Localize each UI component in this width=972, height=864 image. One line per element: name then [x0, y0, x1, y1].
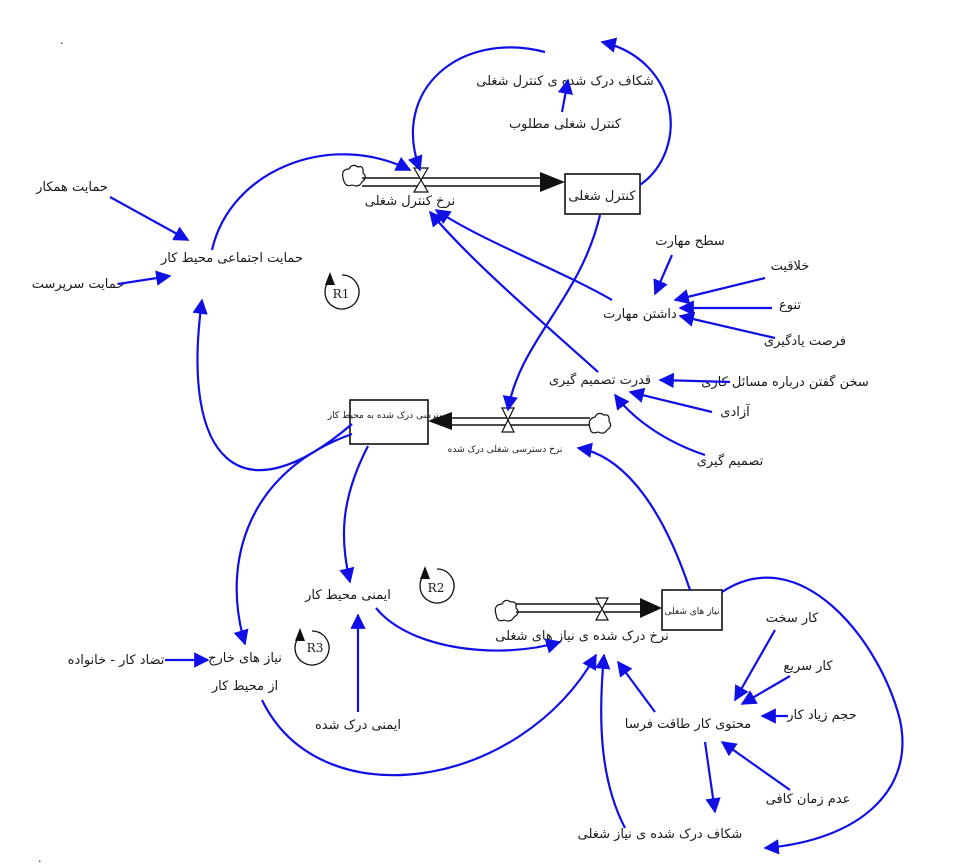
- link-jobcontrol-to-gap: [600, 37, 672, 186]
- pipe-top-head: [540, 172, 565, 192]
- link-coworker-to-social: [109, 196, 190, 241]
- creativity-label: خلاقیت: [771, 259, 810, 274]
- corner-dot-top: .: [60, 34, 64, 47]
- job-needs-flow: نیاز های شغلی نرخ درک شده ی نیاز های شغل…: [494, 589, 723, 644]
- hard-work-label: کار سخت: [766, 611, 819, 626]
- learning-opportunity-label: فرصت یادگیری: [764, 333, 846, 349]
- job-control-flow: کنترل شغلی نرخ کنترل شغلی: [342, 164, 641, 215]
- perceived-needs-rate-label: نرخ درک شده ی نیاز های شغلی: [495, 629, 668, 644]
- link-havingskill-to-controlrate: [434, 209, 613, 301]
- job-control-label: کنترل شغلی: [568, 189, 636, 204]
- link-content-to-needsrate: [617, 660, 656, 713]
- supervisor-support-label: حمایت سرپرست: [32, 277, 125, 292]
- link-needs-to-accessrate: [576, 442, 692, 591]
- perceived-access-label: دسترسی درک شده به محیط کار: [327, 410, 451, 421]
- job-control-rate-label: نرخ کنترل شغلی: [365, 194, 455, 209]
- loop-r1-label: R1: [333, 287, 350, 301]
- high-workload-label: حجم زیاد کار: [786, 708, 856, 723]
- link-time-to-content: [720, 741, 791, 791]
- cloud-source-bottom: [494, 599, 519, 622]
- link-supervisor-to-social: [117, 270, 172, 286]
- link-needsoutside-to-needsrate: [261, 653, 597, 777]
- link-gap-to-needsrate: [595, 653, 626, 829]
- valve-mid: [501, 407, 515, 433]
- workplace-safety-label: ایمنی محیط کار: [304, 588, 391, 603]
- decision-power-label: قدرت تصمیم گیری: [549, 372, 651, 388]
- link-creativity-to-havingskill: [673, 276, 766, 305]
- social-support-label: حمایت اجتماعی محیط کار: [160, 251, 303, 266]
- perceived-access-flow: دسترسی درک شده به محیط کار نرخ دسترسی شغ…: [327, 399, 612, 455]
- control-gap-label: شکاف درک شده ی کنترل شغلی: [476, 74, 654, 89]
- coworker-support-label: حمایت همکار: [35, 180, 108, 195]
- loop-r1: R1: [324, 272, 360, 310]
- loop-r2: R2: [419, 566, 455, 604]
- link-learning-to-havingskill: [678, 311, 776, 340]
- link-gap-to-controlrate: [407, 46, 546, 172]
- job-needs-stock: [661, 589, 723, 631]
- needs-outside-label-2: از محیط کار: [211, 679, 278, 694]
- perceived-access-stock: [349, 399, 429, 445]
- perceived-safety-label: ایمنی درک شده: [315, 718, 401, 733]
- link-decisionmaking-to-decision: [614, 393, 706, 457]
- having-skill-label: داشتن مهارت: [603, 307, 677, 322]
- loop-r3: R3: [294, 628, 330, 666]
- insufficient-time-label: عدم زمان کافی: [766, 792, 851, 807]
- needs-gap-label: شکاف درک شده ی نیاز شغلی: [578, 827, 743, 842]
- pipe-bottom-head: [640, 598, 662, 618]
- link-freedom-to-decision: [628, 387, 713, 414]
- loop-r2-label: R2: [428, 581, 445, 595]
- diagram-frame: [19, 19, 956, 847]
- freedom-label: آزادی: [720, 403, 751, 420]
- work-content-label: محتوی کار طاقت فرسا: [625, 717, 752, 732]
- cloud-source-mid: [588, 412, 612, 434]
- variety-label: تنوع: [779, 298, 801, 313]
- link-hardwork-to-content: [734, 629, 776, 702]
- fast-work-label: کار سریع: [783, 659, 833, 674]
- work-family-conflict-label: تضاد کار - خانواده: [68, 653, 165, 668]
- valve-top: [412, 167, 430, 193]
- causal-links: [109, 37, 904, 855]
- link-access-to-needsoutside: [233, 432, 353, 646]
- desired-control-label: کنترل شغلی مطلوب: [509, 117, 622, 132]
- link-fastwork-to-content: [740, 675, 791, 705]
- job-control-stock: [564, 173, 641, 215]
- pipe-mid-head: [428, 412, 452, 430]
- skill-level-label: سطح مهارت: [655, 234, 725, 249]
- valve-bottom: [594, 597, 610, 621]
- link-jobcontrol-to-accessrate: [502, 214, 602, 412]
- link-safety-to-needsrate: [375, 607, 562, 654]
- corner-dot-bottom: .: [38, 852, 42, 864]
- link-decision-to-controlrate: [429, 210, 599, 373]
- loop-r3-label: R3: [307, 641, 324, 655]
- perceived-access-rate-label: نرخ دسترسی شغلی درک شده: [448, 444, 563, 455]
- link-needs-to-gap: [721, 576, 904, 855]
- speaking-up-label: سخن گفتن درباره مسائل کاری: [701, 374, 869, 390]
- needs-outside-label-1: نیاز های خارج: [208, 651, 282, 666]
- job-needs-label: نیاز های شغلی: [665, 607, 720, 617]
- link-content-to-gap: [703, 741, 721, 814]
- cloud-source-top: [342, 164, 366, 187]
- link-skilllevel-to-havingskill: [653, 254, 674, 296]
- link-social-to-controlrate: [210, 153, 412, 251]
- decision-making-label: تصمیم گیری: [697, 453, 764, 469]
- link-speakingup-to-decision: [658, 372, 731, 389]
- link-access-to-safety: [339, 445, 369, 584]
- link-desired-to-gap: [557, 78, 574, 113]
